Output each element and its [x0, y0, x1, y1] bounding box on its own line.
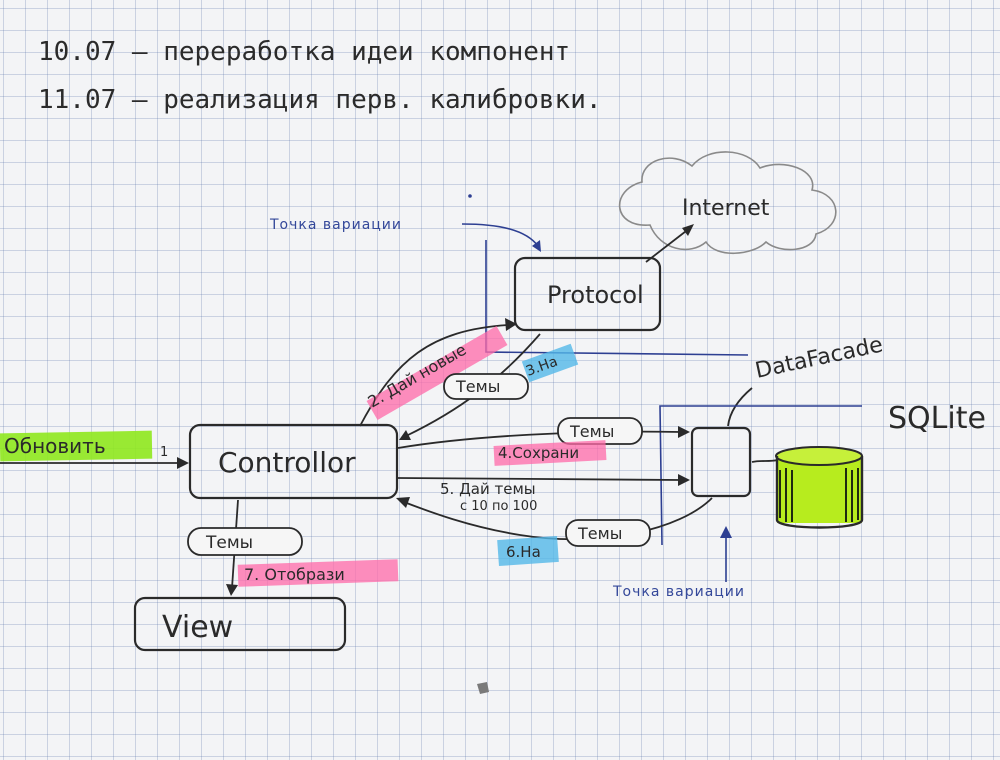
message-4: Темы 4.Сохрани [397, 417, 690, 466]
ink-dot [468, 194, 472, 198]
message-7-topic: Темы [205, 533, 253, 553]
note-line-1: 10.07 – переработка идеи компонент [38, 37, 570, 67]
internet-label: Internet [682, 196, 770, 221]
pencil-mark [477, 682, 489, 694]
message-1-number: 1 [160, 445, 168, 460]
datafacade-label: DataFacade [753, 332, 885, 383]
variation-top-label: Точка вариации [269, 217, 402, 233]
controller-label: Controllor [218, 446, 356, 479]
message-1-label: Обновить [4, 434, 106, 458]
message-7: Темы 7. Отобрази [187, 499, 399, 596]
message-5: 5. Дай темы с 10 по 100 [397, 474, 690, 514]
message-6-label: 6.На [506, 543, 541, 561]
view-node: View [133, 596, 347, 652]
message-6: Темы 6.На [396, 497, 713, 567]
message-2: 2. Дай новые [359, 318, 517, 427]
message-3-topic: Темы [455, 377, 500, 396]
datafacade-leader [727, 387, 753, 427]
message-6-topic: Темы [577, 524, 622, 543]
controller-node: Controllor [188, 423, 399, 500]
sqlite-database: SQLite [775, 401, 986, 529]
note-line-2: 11.07 – реализация перв. калибровки. [38, 85, 602, 115]
facade-db-connector [751, 459, 779, 463]
protocol-node: Protocol [513, 256, 662, 332]
variation-point-bottom: Точка вариации [612, 405, 862, 600]
message-7-label: 7. Отобрази [244, 565, 345, 584]
view-label: View [162, 610, 233, 645]
protocol-label: Protocol [547, 281, 644, 309]
message-4-label: 4.Сохрани [498, 444, 579, 462]
message-5-label-line2: с 10 по 100 [460, 499, 537, 514]
message-1: Обновить 1 [0, 430, 189, 469]
message-5-label-line1: 5. Дай темы [440, 480, 536, 498]
sqlite-label: SQLite [888, 401, 986, 436]
variation-boundary-bottom [659, 405, 862, 546]
variation-bottom-label: Точка вариации [612, 584, 745, 600]
arrow-head [682, 224, 694, 236]
protocol-internet-arrow [645, 227, 691, 263]
message-4-topic: Темы [569, 422, 614, 441]
internet-cloud: Internet [618, 151, 837, 254]
